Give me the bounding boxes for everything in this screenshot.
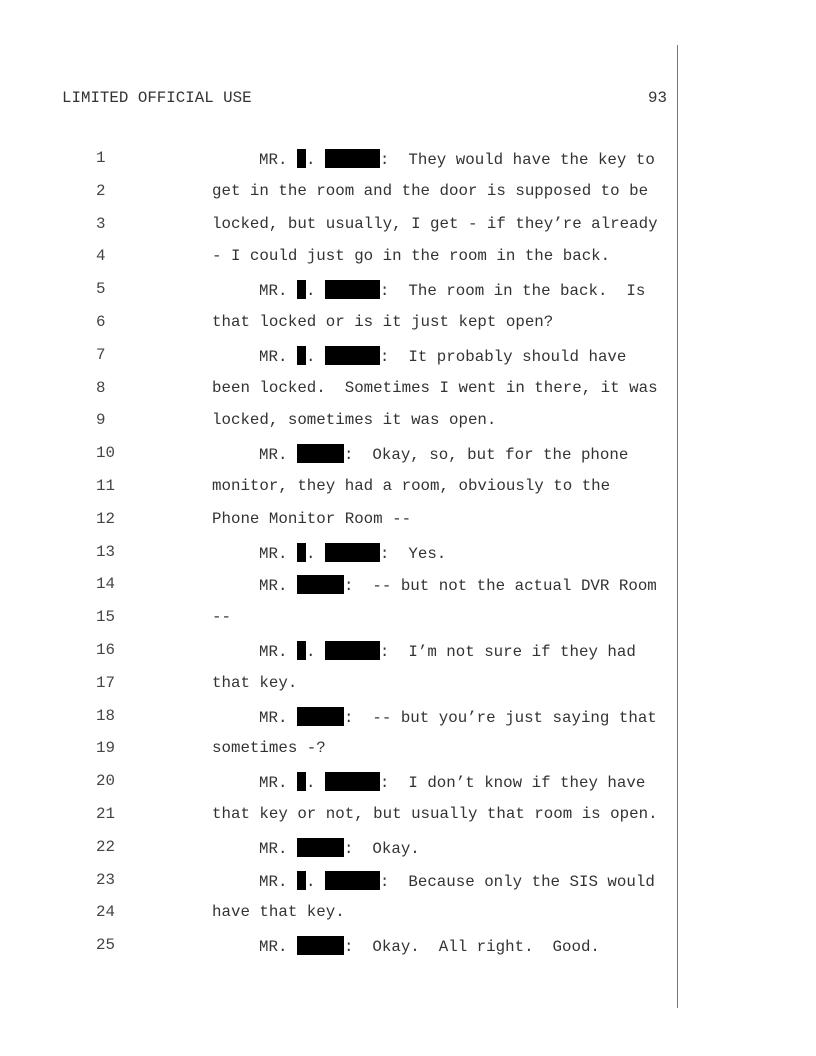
line-number: 15 (96, 608, 115, 627)
line-number: 10 (96, 444, 115, 463)
redaction-box (296, 772, 306, 792)
page-number: 93 (648, 89, 667, 107)
speaker-line: MR. . : It probably should have (259, 345, 627, 366)
line-number: 1 (96, 149, 106, 167)
line-number: 17 (96, 673, 115, 692)
line-text: that key or not, but usually that room i… (212, 805, 658, 823)
line-text: Okay. All right. Good. (372, 938, 600, 957)
redaction-box (296, 575, 344, 595)
redaction-box (296, 706, 344, 726)
line-text: The room in the back. Is (408, 282, 646, 301)
speaker-prefix: MR. (259, 708, 288, 727)
speaker-line: MR. . : The room in the back. Is (259, 280, 646, 301)
redaction-box (324, 542, 380, 562)
line-text: I’m not sure if they had (408, 643, 636, 661)
speaker-line: MR. . : I’m not sure if they had (259, 641, 636, 661)
line-number: 21 (96, 805, 115, 823)
speaker-prefix: MR. (259, 544, 288, 563)
line-text: They would have the key to (408, 151, 655, 169)
redaction-box (296, 936, 344, 956)
line-text: -- but not the actual DVR Room (372, 577, 657, 596)
redaction-box (296, 345, 306, 365)
line-text: get in the room and the door is supposed… (212, 181, 649, 200)
line-text: I don’t know if they have (408, 774, 646, 793)
line-text: -- (212, 608, 231, 627)
line-number: 23 (96, 870, 115, 889)
speaker-prefix: MR. (259, 347, 288, 366)
speaker-line: MR. : Okay. All right. Good. (259, 936, 600, 957)
line-number: 5 (96, 280, 106, 299)
redaction-box (324, 772, 380, 792)
redaction-box (296, 837, 344, 857)
speaker-line: MR. : -- but not the actual DVR Room (259, 575, 657, 596)
line-number: 8 (96, 378, 106, 397)
redaction-box (324, 149, 380, 168)
line-number: 25 (96, 936, 115, 955)
speaker-prefix: MR. (259, 872, 288, 891)
redaction-box (296, 444, 344, 464)
line-number: 4 (96, 247, 106, 266)
line-number: 2 (96, 181, 106, 200)
line-text: that key. (212, 673, 298, 692)
redaction-box (296, 870, 306, 890)
margin-rule (677, 45, 678, 1008)
line-text: locked, sometimes it was open. (212, 411, 497, 430)
redaction-box (296, 542, 306, 562)
line-number: 24 (96, 903, 115, 922)
speaker-line: MR. : -- but you’re just saying that (259, 706, 657, 727)
line-number: 16 (96, 641, 115, 659)
line-number: 11 (96, 477, 115, 495)
line-text: Okay. (372, 839, 420, 858)
line-text: been locked. Sometimes I went in there, … (212, 378, 658, 397)
line-number: 19 (96, 739, 115, 758)
speaker-prefix: MR. (259, 938, 288, 957)
redaction-box (324, 345, 380, 365)
redaction-box (324, 280, 380, 300)
line-number: 14 (96, 575, 115, 594)
speaker-line: MR. . : Because only the SIS would (259, 870, 655, 891)
speaker-line: MR. : Okay, so, but for the phone (259, 444, 629, 465)
line-text: It probably should have (408, 347, 627, 366)
redaction-box (296, 149, 306, 168)
speaker-line: MR. . : They would have the key to (259, 149, 655, 169)
speaker-line: MR. . : Yes. (259, 542, 447, 563)
speaker-prefix: MR. (259, 282, 288, 301)
line-text: monitor, they had a room, obviously to t… (212, 477, 611, 495)
line-number: 22 (96, 837, 115, 856)
redaction-box (296, 280, 306, 300)
line-number: 18 (96, 706, 115, 725)
line-number: 12 (96, 509, 115, 528)
line-text: have that key. (212, 903, 345, 922)
line-number: 20 (96, 772, 115, 791)
line-text: Okay, so, but for the phone (372, 446, 629, 465)
speaker-prefix: MR. (259, 577, 288, 596)
header-classification: LIMITED OFFICIAL USE (62, 89, 252, 107)
line-text: Yes. (408, 544, 447, 563)
speaker-line: MR. . : I don’t know if they have (259, 772, 646, 793)
line-number: 13 (96, 542, 115, 561)
speaker-prefix: MR. (259, 151, 288, 169)
line-text: Phone Monitor Room -- (212, 509, 412, 528)
speaker-prefix: MR. (259, 446, 288, 465)
line-number: 7 (96, 345, 106, 364)
line-text: sometimes -? (212, 739, 326, 758)
line-number: 9 (96, 411, 106, 430)
redaction-box (324, 641, 380, 660)
line-text: Because only the SIS would (408, 872, 655, 891)
line-number: 3 (96, 214, 106, 233)
speaker-line: MR. : Okay. (259, 837, 420, 858)
redaction-box (296, 641, 306, 660)
line-text: locked, but usually, I get - if they’re … (212, 214, 658, 233)
line-number: 6 (96, 313, 106, 331)
line-text: -- but you’re just saying that (372, 708, 657, 727)
speaker-prefix: MR. (259, 643, 288, 661)
line-text: - I could just go in the room in the bac… (212, 247, 611, 266)
speaker-prefix: MR. (259, 774, 288, 793)
line-text: that locked or is it just kept open? (212, 313, 554, 331)
speaker-prefix: MR. (259, 839, 288, 858)
redaction-box (324, 870, 380, 890)
